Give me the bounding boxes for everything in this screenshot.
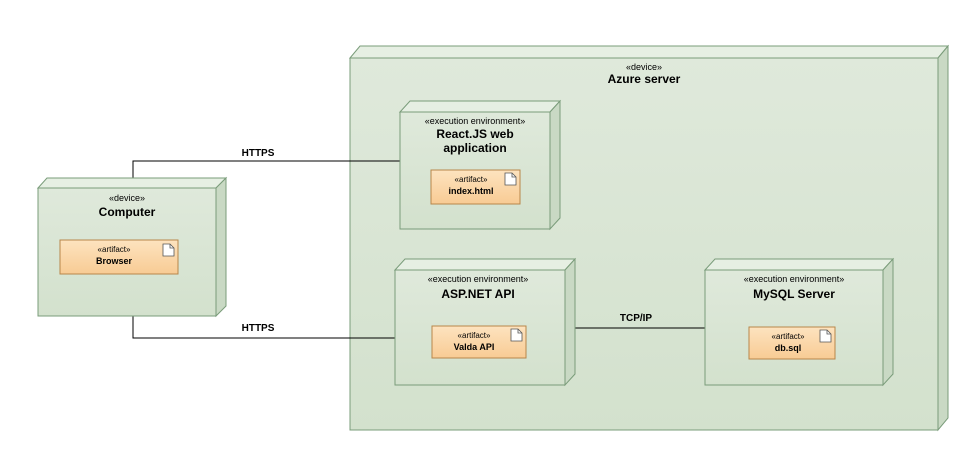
db-stereotype: «artifact» (772, 332, 805, 341)
computer-node[interactable]: «device» Computer «artifact» Browser (36, 176, 228, 318)
valda-name: Valda API (454, 342, 495, 352)
connection-tcpip: TCP/IP (565, 313, 705, 329)
azure-server-stereotype: «device» (626, 62, 662, 72)
artifact-index-html[interactable]: «artifact» index.html (430, 169, 521, 205)
aspnet-api-node[interactable]: «execution environment» ASP.NET API «art… (393, 257, 577, 387)
connection-https-bottom: HTTPS (132, 316, 395, 339)
artifact-browser[interactable]: «artifact» Browser (59, 239, 179, 275)
aspnet-title: ASP.NET API (441, 287, 514, 301)
index-name: index.html (448, 186, 493, 196)
artifact-valda-api[interactable]: «artifact» Valda API (431, 325, 527, 359)
document-fold-icon (826, 330, 831, 335)
browser-name: Browser (96, 256, 133, 266)
document-fold-icon (511, 173, 516, 178)
document-fold-icon (517, 329, 522, 334)
mysql-title: MySQL Server (753, 287, 835, 301)
computer-title: Computer (99, 205, 156, 219)
document-fold-icon (169, 244, 174, 249)
react-web-app-node[interactable]: «execution environment» React.JS web app… (398, 99, 562, 231)
react-stereotype: «execution environment» (425, 116, 526, 126)
https-bottom-label: HTTPS (242, 323, 275, 334)
valda-stereotype: «artifact» (458, 331, 491, 340)
document-icon (819, 329, 832, 343)
https-top-label: HTTPS (242, 148, 275, 159)
aspnet-stereotype: «execution environment» (428, 274, 529, 284)
azure-server-title: Azure server (608, 72, 681, 86)
mysql-server-node[interactable]: «execution environment» MySQL Server «ar… (703, 257, 895, 387)
connection-https-top: HTTPS (132, 148, 400, 182)
react-title-line1: React.JS web (436, 127, 513, 141)
browser-stereotype: «artifact» (98, 245, 131, 254)
index-stereotype: «artifact» (455, 175, 488, 184)
mysql-stereotype: «execution environment» (744, 274, 845, 284)
tcpip-label: TCP/IP (620, 313, 653, 324)
react-title-line2: application (443, 141, 506, 155)
document-icon (504, 172, 517, 186)
document-icon (162, 243, 175, 257)
computer-stereotype: «device» (109, 193, 145, 203)
artifact-db-sql[interactable]: «artifact» db.sql (748, 326, 836, 360)
document-icon (510, 328, 523, 342)
db-name: db.sql (775, 343, 802, 353)
